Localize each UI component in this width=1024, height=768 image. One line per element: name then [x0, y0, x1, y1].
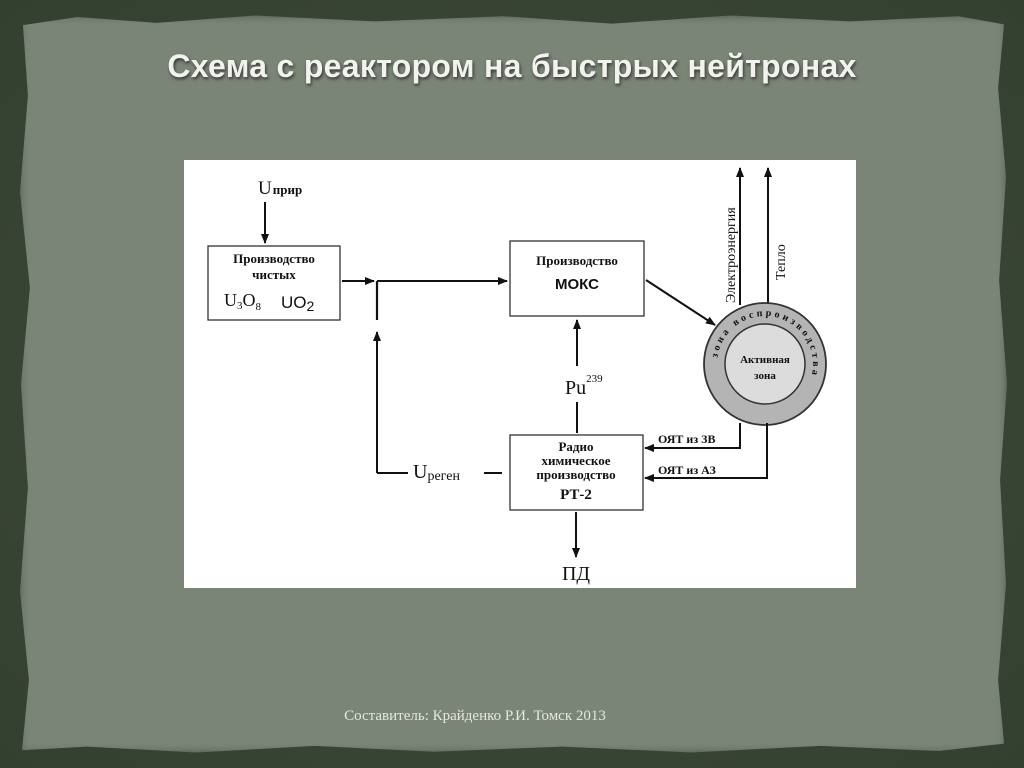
uregen-label: Uреген — [413, 461, 460, 484]
box-rt2-line2: химическое — [542, 453, 611, 468]
box-moks-line1: Производство — [536, 253, 618, 268]
pd-label: ПД — [562, 563, 590, 585]
box-rt2-line4: РТ-2 — [560, 487, 592, 503]
reactor-core-line2: зона — [754, 370, 776, 382]
reactor-core-line1: Активная — [740, 354, 790, 366]
slide-title: Схема с реактором на быстрых нейтронах — [167, 48, 857, 84]
u3o8-formula: U3O8 — [224, 290, 262, 313]
pu-label: Pu239 — [565, 373, 603, 399]
oyat-zv-label: ОЯТ из ЗВ — [658, 432, 715, 446]
process-diagram: Uприр Производство чистых U3O8 UO2 Произ… — [207, 167, 827, 585]
box-clean-production — [207, 245, 341, 321]
input-u-label: Uприр — [258, 178, 302, 199]
oyat-az-label: ОЯТ из АЗ — [658, 463, 716, 477]
heat-label: Тепло — [774, 244, 789, 280]
arrow-moks-to-reactor — [645, 279, 716, 326]
line-oyat-az — [644, 423, 768, 482]
uo2-formula: UO2 — [281, 293, 315, 314]
diagram-panel: Uприр Производство чистых U3O8 UO2 Произ… — [184, 160, 856, 588]
box-rt2-line1: Радио — [558, 439, 593, 454]
slide-footer: Составитель: Крайденко Р.И. Томск 2013 — [344, 708, 606, 724]
box-moks-line2: МОКС — [555, 276, 599, 293]
line-oyat-zv — [644, 423, 741, 452]
box-clean-line2: чистых — [252, 267, 296, 282]
box-moks-production — [509, 240, 645, 317]
electro-label: Электроэнергия — [724, 207, 739, 303]
box-clean-line1: Производство — [233, 251, 315, 266]
box-rt2-line3: производство — [536, 467, 615, 482]
reactor: Активная зона зона воспроизводства — [703, 302, 827, 426]
box-rt2 — [509, 434, 644, 511]
reactor-core — [724, 323, 806, 405]
